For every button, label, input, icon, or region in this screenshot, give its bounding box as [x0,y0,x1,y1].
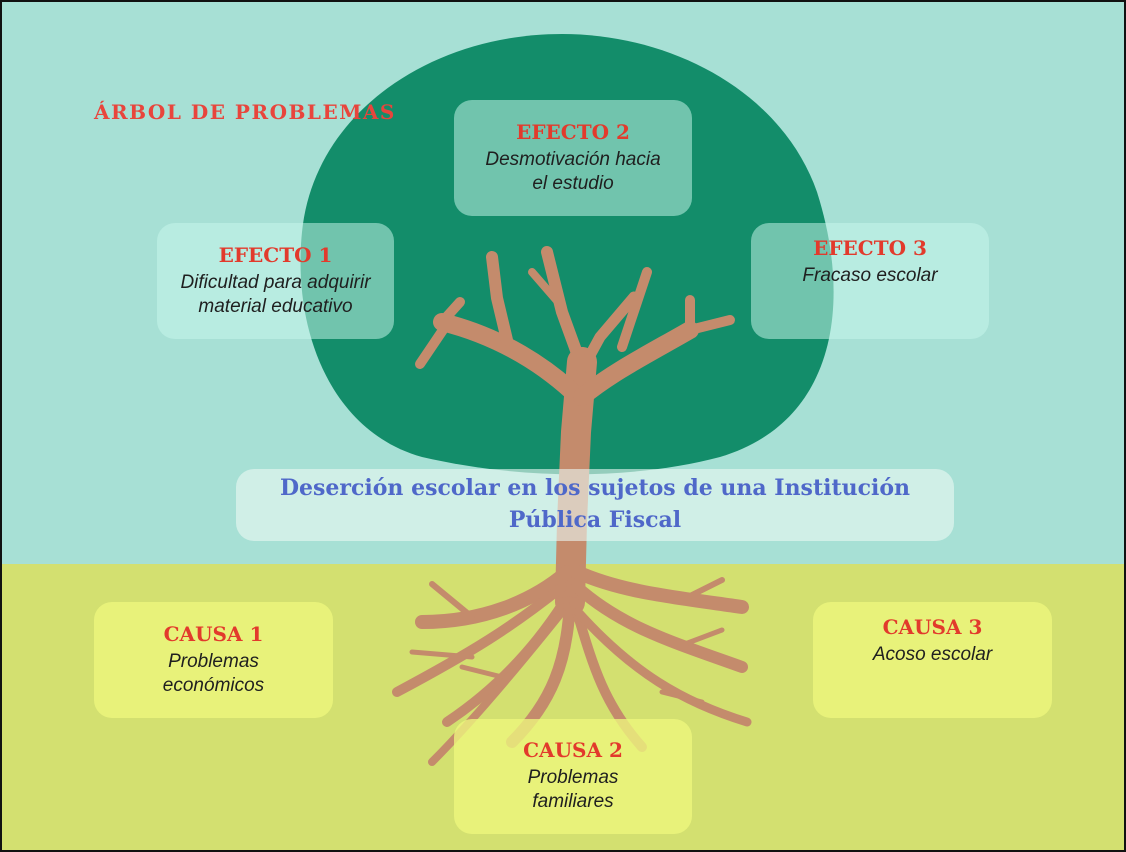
diagram-title: ÁRBOL DE PROBLEMAS [94,100,396,124]
effect-text: Dificultad para adquirir material educat… [180,271,371,317]
effect-heading: EFECTO 1 [218,242,333,267]
effect-text: Fracaso escolar [802,265,938,286]
effect-card-3: EFECTO 3 Fracaso escolar [751,223,989,339]
central-problem-box: Deserción escolar en los sujetos de una … [236,469,954,541]
cause-text: Acoso escolar [872,644,993,665]
effect-text: Desmotivación hacia el estudio [485,148,661,194]
tree-canopy [300,34,834,475]
effect-heading: EFECTO 3 [813,236,927,260]
cause-heading: CAUSA 1 [163,621,264,646]
effect-card-2: EFECTO 2 Desmotivación hacia el estudio [454,100,692,216]
cause-text: Problemas económicos [162,650,265,696]
cause-heading: CAUSA 2 [523,738,623,763]
effect-card-1: EFECTO 1 Dificultad para adquirir materi… [157,223,394,339]
cause-card-1: CAUSA 1 Problemas económicos [94,602,333,718]
central-problem-text: Deserción escolar en los sujetos de una … [279,475,911,533]
cause-card-2: CAUSA 2 Problemas familiares [454,719,692,834]
tree-roots [392,565,752,766]
cause-card-3: CAUSA 3 Acoso escolar [813,602,1052,718]
cause-heading: CAUSA 3 [882,615,983,639]
tree-trunk-and-branches [415,246,735,617]
cause-text: Problemas familiares [527,767,619,812]
effect-heading: EFECTO 2 [516,119,630,144]
